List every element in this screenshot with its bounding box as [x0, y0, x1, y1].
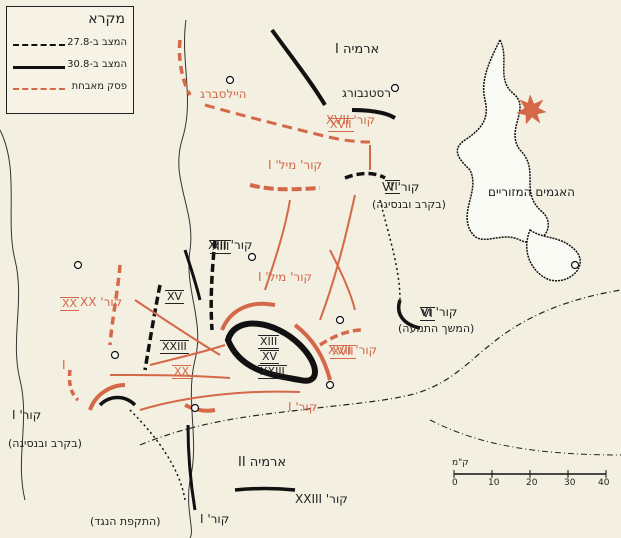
front-red-bottom-left — [88, 383, 126, 411]
front-red-mil — [249, 183, 321, 192]
legend-swatch-2 — [13, 66, 65, 69]
unit-xx: XX — [60, 297, 80, 311]
arrow-red-6 — [109, 374, 231, 379]
legend-row-2: המצב ב-30.8 — [67, 59, 127, 70]
front-red-i — [67, 369, 80, 402]
scale-bar-graphic — [453, 470, 607, 478]
unit-pocket-xiii: XIII — [258, 335, 280, 349]
legend-row-1: המצב ב-27.8 — [67, 37, 127, 48]
scale-tick-20: 20 — [526, 478, 538, 488]
label-heilsberg: היילסברג — [200, 87, 247, 101]
arrow-red-2 — [264, 199, 291, 291]
town-east — [570, 260, 580, 270]
front-black-xxiii-b — [234, 486, 296, 492]
unit-xx-b: XX — [172, 365, 192, 379]
label-corps-i-left: I — [62, 358, 66, 372]
unit-xxiii: XXIII — [160, 340, 189, 354]
explosion-icon — [516, 94, 547, 125]
scale-unit: ק"מ — [452, 458, 469, 468]
front-black-vi-b — [397, 299, 421, 330]
scale-tick-30: 30 — [564, 478, 576, 488]
front-red-pocket-left — [220, 301, 276, 331]
label-corps17-b: קור' XVII — [328, 343, 378, 357]
label-corps-mil1-b: קור' מיל' I — [258, 270, 312, 284]
front-red-xvii — [319, 328, 363, 347]
legend-row-3: פסק מאבחת — [71, 81, 127, 92]
label-corps6-b-note: (המשך התנועה) — [398, 322, 475, 335]
unit-vi-b: VI — [420, 307, 435, 321]
town-left — [110, 350, 120, 360]
label-army1: ארמיה I — [335, 42, 380, 57]
unit-xvii-b: XVII — [330, 345, 356, 359]
border-line-lower — [429, 419, 621, 456]
label-corps6-b: קור' VI — [420, 305, 458, 319]
front-black-top — [270, 28, 327, 107]
label-corps23: קור' XXIII — [295, 492, 348, 506]
label-corps1b-note: (התקפת הנגד) — [90, 515, 161, 528]
arrow-red-4 — [329, 249, 356, 311]
front-red-xx — [108, 264, 122, 346]
town-heilsberg — [225, 75, 235, 85]
arrow-black-counter — [186, 424, 197, 511]
label-corps1-note: (בקרב ובנסיגה) — [8, 437, 82, 450]
front-red-pocket-right — [293, 323, 332, 381]
pocket-black — [224, 320, 318, 384]
label-corps-mil1: קור' מיל' I — [268, 158, 322, 172]
arrow-red-7 — [139, 390, 301, 411]
dotted-vi-path — [379, 199, 401, 301]
scale-tick-0: 0 — [452, 478, 458, 488]
masurian-lakes — [456, 38, 549, 243]
town-center — [335, 315, 345, 325]
front-black-bottom — [98, 395, 137, 407]
legend-title: מקרא — [88, 11, 125, 27]
town-bottom — [190, 403, 200, 413]
scale-tick-10: 10 — [488, 478, 500, 488]
label-corps1: קור' I — [12, 408, 42, 422]
dotted-i-path — [129, 409, 186, 501]
label-corps1b: קור' I — [200, 512, 230, 526]
unit-vi: VI — [385, 180, 400, 194]
scale-bar: ק"מ 0 10 20 30 40 — [452, 458, 612, 488]
label-corps6: קור' VI — [382, 180, 420, 194]
scale-tick-40: 40 — [598, 478, 610, 488]
label-rastenburg: רסטנבורג — [342, 86, 392, 100]
front-black-xv — [143, 284, 162, 371]
label-lakes: האגמים המזוריים — [488, 185, 575, 199]
label-army2: ארמיה II — [238, 455, 287, 470]
label-corps6-note: (בקרב ובנסיגה) — [372, 198, 446, 211]
front-red-bottom — [184, 403, 216, 413]
unit-pocket-xv: XV — [260, 350, 280, 364]
unit-xiii: XIII — [210, 240, 232, 254]
label-corps20: קור' XX — [80, 295, 123, 309]
arrow-red-3 — [319, 194, 356, 321]
town-rastenburg — [390, 83, 400, 93]
front-red-top — [204, 103, 371, 144]
town-west — [73, 260, 83, 270]
arrow-red-5 — [134, 299, 221, 356]
river-west — [0, 129, 26, 501]
border-line — [139, 289, 621, 446]
label-corps1-right: קור' I — [288, 400, 318, 414]
legend-swatch-3 — [13, 88, 65, 90]
label-corps17-top: קור' XVII — [326, 113, 376, 127]
town-south — [325, 380, 335, 390]
front-red-top-left — [177, 39, 192, 96]
unit-xvii-top: XVII — [328, 118, 354, 132]
legend-swatch-1 — [13, 44, 65, 46]
map-legend: מקרא המצב ב-27.8 המצב ב-30.8 פסק מאבחת — [6, 6, 134, 114]
unit-pocket-xxiii: XXIII — [258, 365, 287, 379]
lake-east — [526, 228, 581, 282]
arrow-black-xiii — [183, 249, 202, 301]
town-mid — [247, 252, 257, 262]
front-black-rastenburg — [351, 108, 397, 120]
label-corps13: קור' XIII — [208, 238, 253, 252]
front-black-vi — [344, 171, 386, 180]
arrow-red-8 — [149, 344, 226, 366]
unit-xv: XV — [165, 290, 185, 304]
